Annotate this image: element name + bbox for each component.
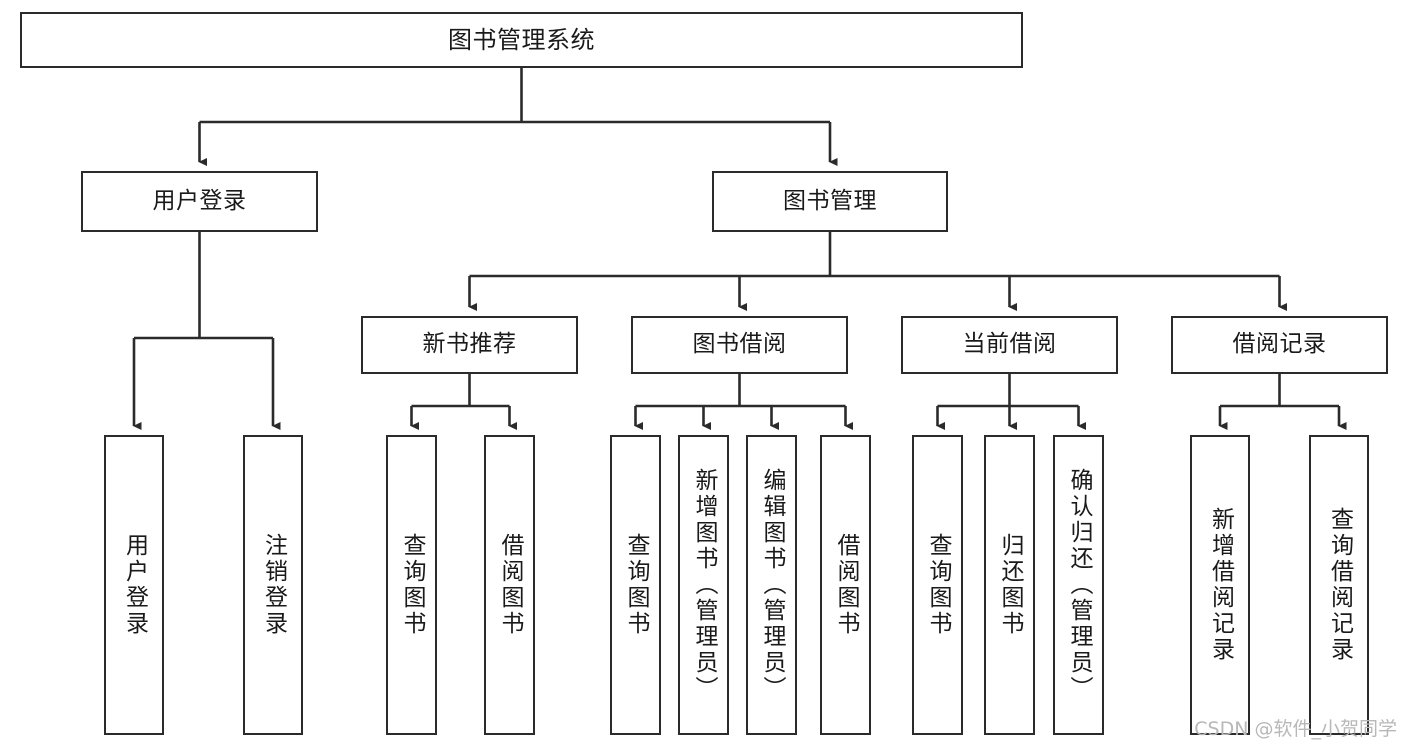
node-leaf-user-logout[interactable]: 注销登录 — [243, 435, 303, 735]
node-book-manage[interactable]: 图书管理 — [712, 171, 948, 232]
node-label: 借阅图书 — [497, 533, 523, 637]
node-leaf-add-borrow-record[interactable]: 新增借阅记录 — [1190, 435, 1250, 735]
node-label: 当前借阅 — [962, 331, 1057, 358]
node-label: 注销登录 — [260, 533, 287, 637]
node-label: 新增借阅记录 — [1207, 507, 1234, 663]
node-label: 新增图书（管理员） — [691, 468, 717, 702]
node-label: 借阅图书 — [833, 533, 859, 637]
node-borrow-record[interactable]: 借阅记录 — [1171, 316, 1388, 374]
node-leaf-add-book-admin[interactable]: 新增图书（管理员） — [678, 435, 729, 735]
node-label: 用户登录 — [152, 187, 247, 214]
node-leaf-query-book-borrow[interactable]: 查询图书 — [610, 435, 661, 735]
node-leaf-user-login[interactable]: 用户登录 — [104, 435, 164, 735]
node-label: 图书管理 — [783, 187, 877, 214]
node-root[interactable]: 图书管理系统 — [20, 12, 1023, 68]
node-leaf-query-book-rec[interactable]: 查询图书 — [386, 435, 437, 735]
node-book-borrow[interactable]: 图书借阅 — [631, 316, 848, 374]
node-leaf-query-borrow-record[interactable]: 查询借阅记录 — [1309, 435, 1369, 735]
node-label: 查询借阅记录 — [1326, 507, 1353, 663]
node-label: 用户登录 — [121, 533, 148, 637]
node-leaf-borrow-book-rec[interactable]: 借阅图书 — [484, 435, 535, 735]
node-label: 图书管理系统 — [448, 25, 595, 54]
node-label: 新书推荐 — [422, 331, 517, 358]
node-label: 查询图书 — [623, 533, 649, 637]
node-leaf-query-book-cur[interactable]: 查询图书 — [912, 435, 963, 735]
node-leaf-edit-book-admin[interactable]: 编辑图书（管理员） — [746, 435, 797, 735]
node-leaf-return-book[interactable]: 归还图书 — [984, 435, 1035, 735]
node-user-login[interactable]: 用户登录 — [81, 171, 318, 232]
node-label: 确认归还（管理员） — [1066, 468, 1092, 702]
node-leaf-borrow-book[interactable]: 借阅图书 — [820, 435, 871, 735]
node-current-borrow[interactable]: 当前借阅 — [901, 316, 1118, 374]
node-label: 查询图书 — [399, 533, 425, 637]
node-label: 编辑图书（管理员） — [759, 468, 785, 702]
node-label: 图书借阅 — [692, 331, 787, 358]
node-label: 查询图书 — [925, 533, 951, 637]
node-label: 归还图书 — [997, 533, 1023, 637]
node-label: 借阅记录 — [1232, 331, 1327, 358]
node-new-book-rec[interactable]: 新书推荐 — [361, 316, 578, 374]
node-leaf-confirm-return-admin[interactable]: 确认归还（管理员） — [1053, 435, 1104, 735]
